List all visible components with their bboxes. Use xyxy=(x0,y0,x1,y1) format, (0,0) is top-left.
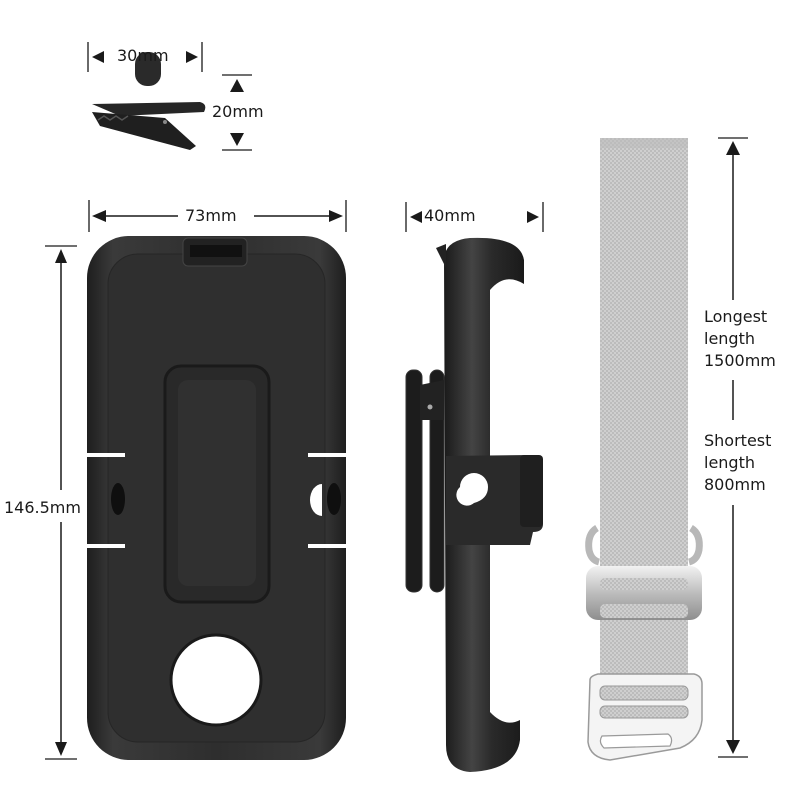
clip-width-label: 30mm xyxy=(117,46,169,65)
strap-length-dimension xyxy=(718,137,748,758)
holder-front-illustration xyxy=(87,236,346,760)
strap-longest-length-label: Longest length 1500mm xyxy=(704,307,776,370)
holder-height-dimension xyxy=(45,245,77,760)
clip-illustration xyxy=(92,52,206,150)
strap-shortest-length-label: Shortest length 800mm xyxy=(704,431,772,494)
holder-height-label: 146.5mm xyxy=(4,498,81,517)
strap-illustration xyxy=(585,138,703,761)
holder-width-label: 73mm xyxy=(185,206,237,225)
clip-height-label: 20mm xyxy=(212,102,264,121)
side-depth-dimension xyxy=(405,202,544,232)
holder-side-illustration xyxy=(405,237,543,772)
side-depth-label: 40mm xyxy=(424,206,476,225)
clip-width-dimension xyxy=(87,42,203,72)
holder-width-dimension xyxy=(88,200,347,232)
clip-height-dimension xyxy=(222,74,252,151)
